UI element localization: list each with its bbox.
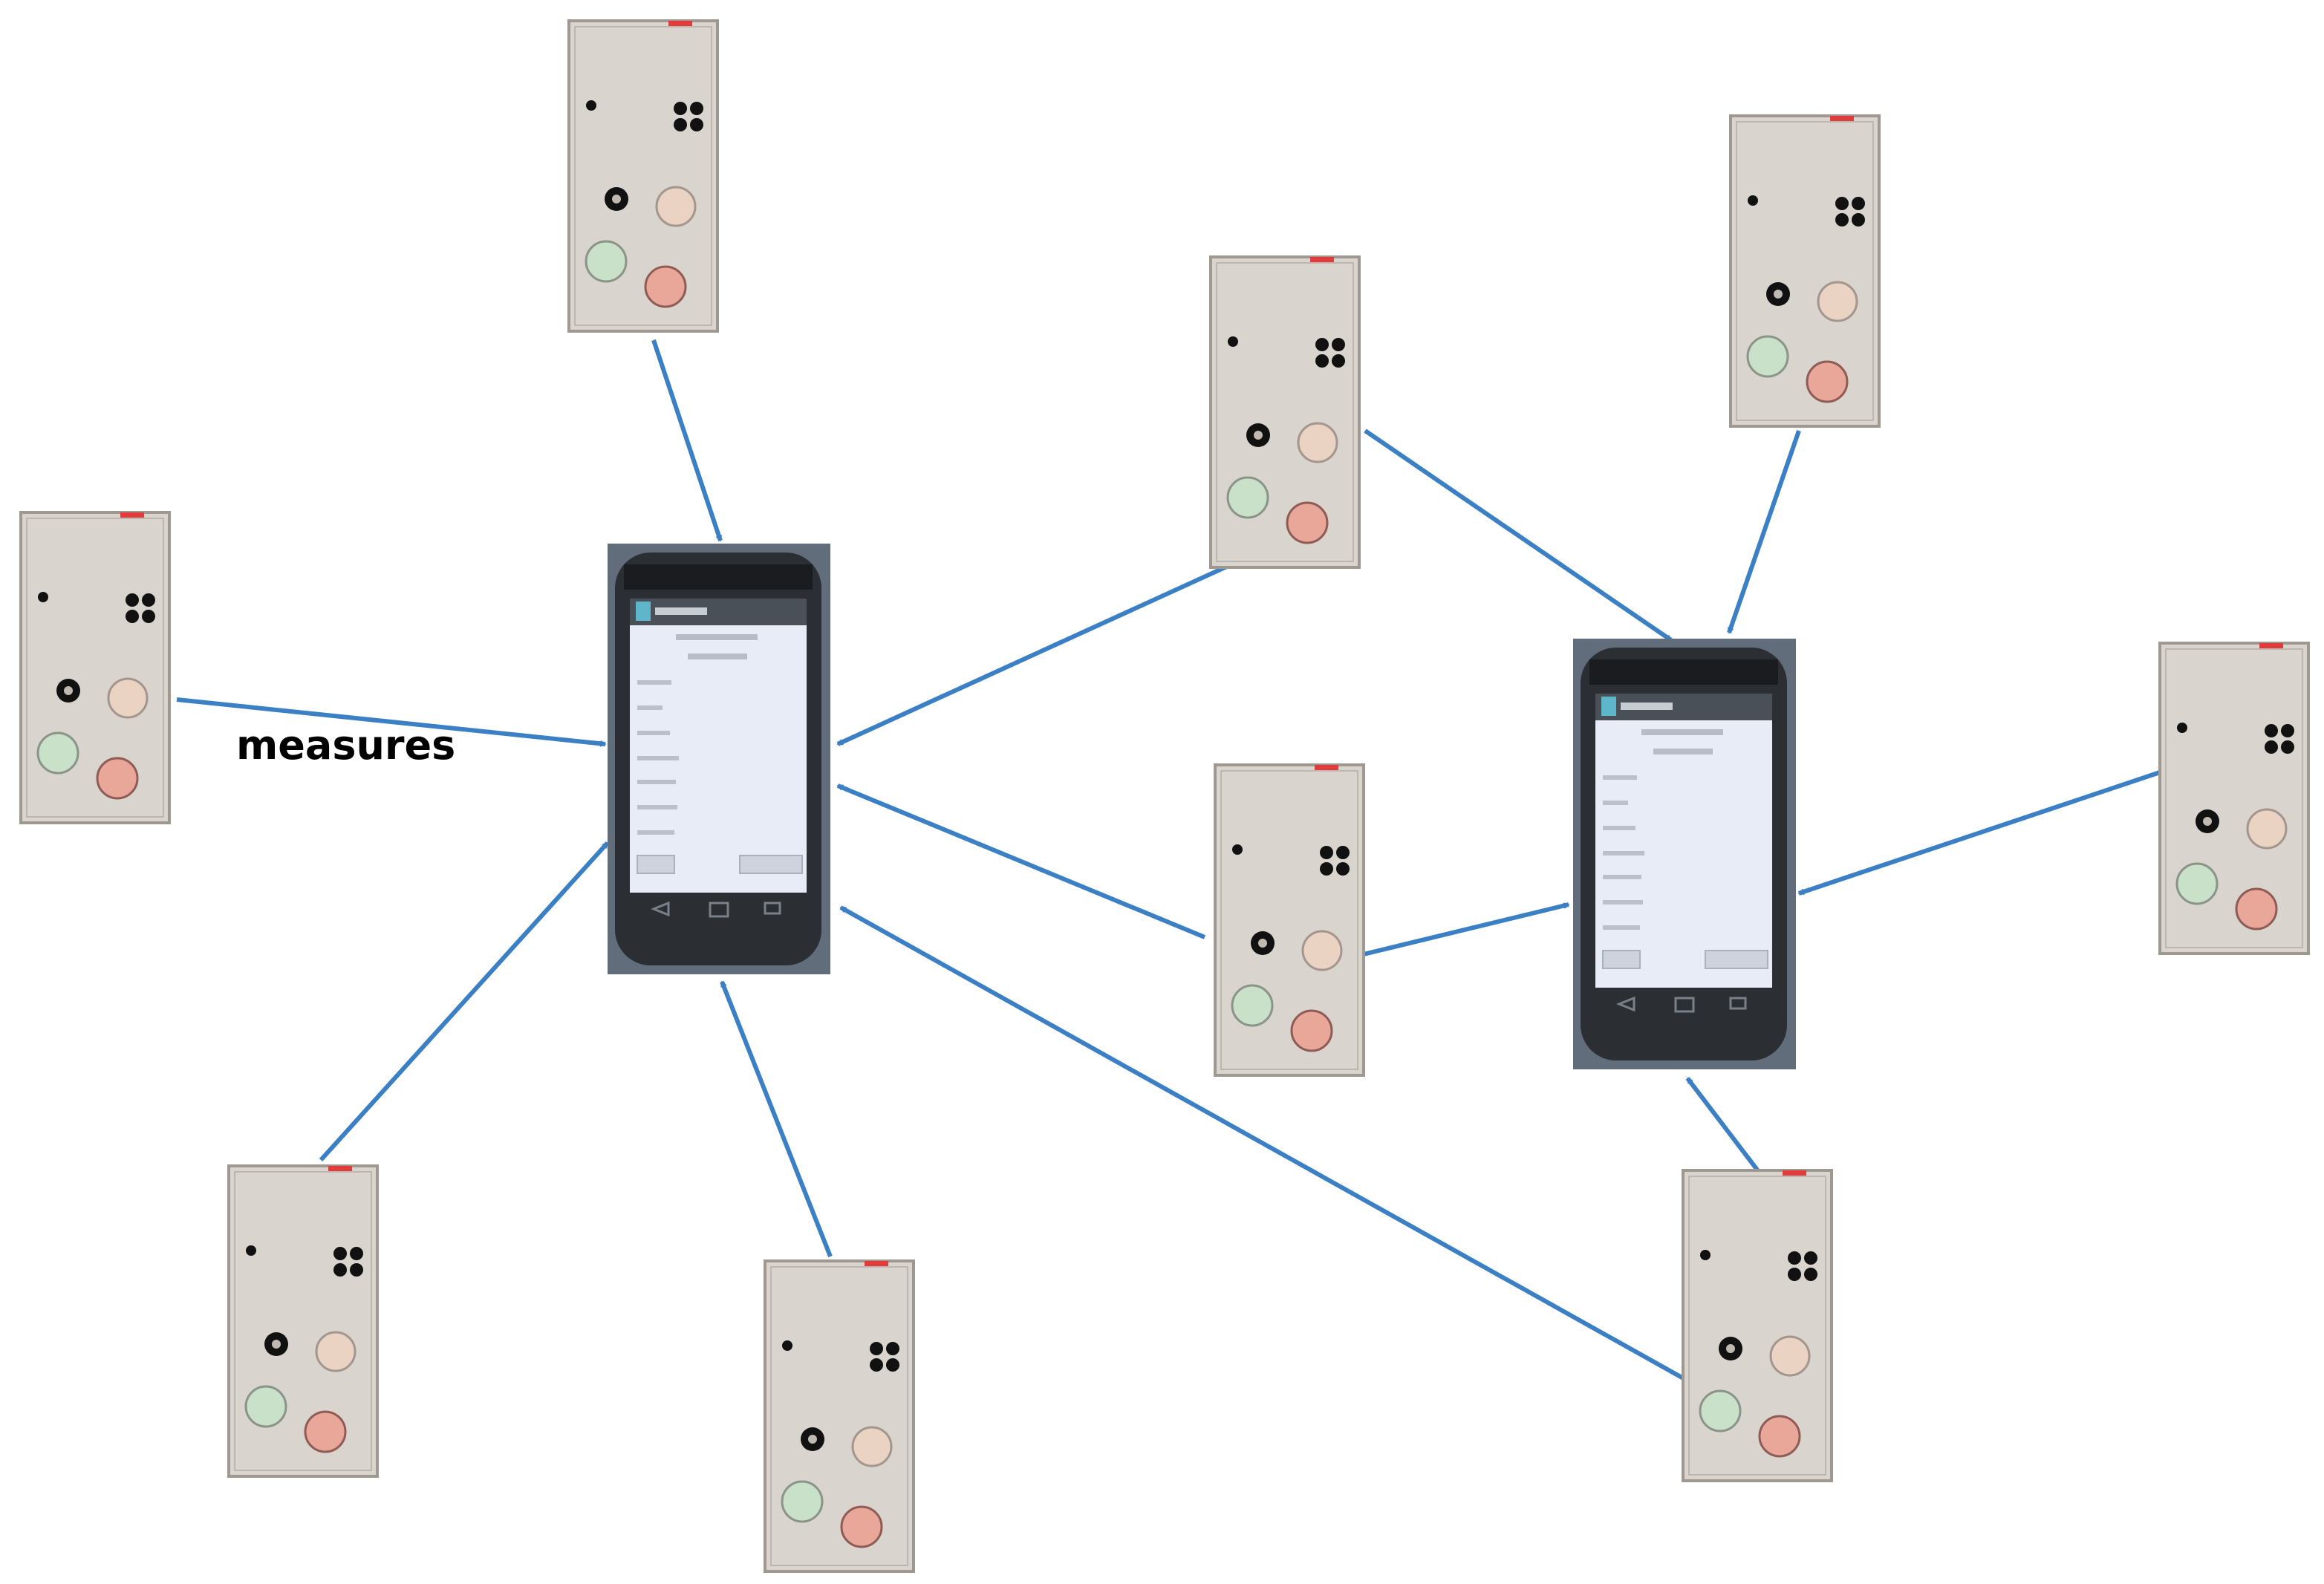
arrow-sensor-bottom-right-to-hub-left — [839, 905, 1687, 1382]
arrow-sensor-bottom-left-to-hub-left — [319, 841, 610, 1162]
connection-arrows — [176, 339, 2161, 1382]
arrow-sensor-center-to-hub-right — [1363, 902, 1569, 956]
sensor-bottom-center — [764, 1259, 915, 1573]
arrow-sensor-center-top-to-hub-left — [838, 547, 1266, 746]
arrow-sensor-center-top-to-hub-right — [1364, 428, 1673, 642]
arrow-sensor-top-right-to-hub-right — [1727, 430, 1801, 633]
arrow-sensor-center-to-hub-left — [838, 783, 1206, 939]
sensor-right — [2158, 642, 2310, 955]
smartphone-hub-left — [606, 542, 832, 976]
sensor-top-right — [1729, 114, 1881, 428]
measures-label: measures — [236, 722, 456, 769]
arrow-sensor-bottom-right-to-hub-right — [1685, 1077, 1761, 1173]
arrow-sensor-right-to-hub-right — [1799, 770, 2161, 896]
sensor-bottom-left — [227, 1164, 379, 1478]
arrow-sensor-bottom-center-to-hub-left — [720, 982, 833, 1258]
smartphone-hub-right — [1572, 637, 1797, 1071]
sensor-left — [19, 511, 171, 824]
sensor-top-left — [567, 19, 719, 333]
sensor-bottom-right — [1682, 1169, 1833, 1482]
arrow-sensor-left-to-hub-left — [176, 697, 605, 744]
sensor-center — [1214, 763, 1365, 1077]
arrow-sensor-top-left-to-hub-left — [651, 339, 723, 541]
sensor-center-top — [1209, 255, 1361, 569]
